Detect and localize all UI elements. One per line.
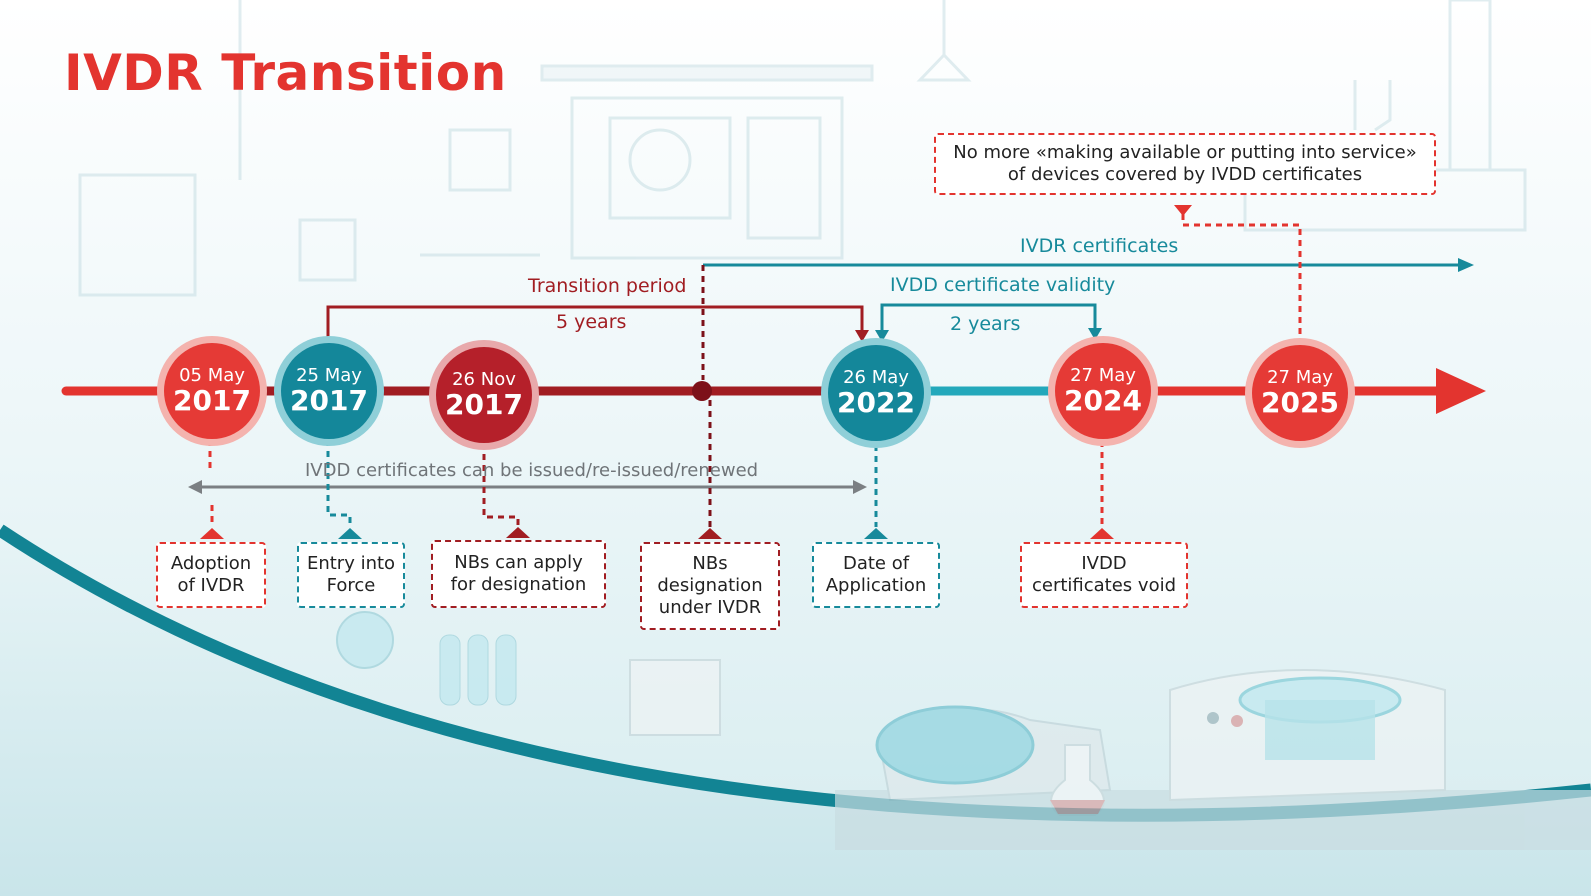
milestone-year: 2025	[1261, 386, 1339, 419]
box-line: Force	[326, 575, 376, 596]
ivdd-validity-label: IVDD certificate validity	[890, 274, 1116, 296]
milestone-2017-05-25: 25 May 2017	[281, 343, 377, 439]
ivdd-issued-label: IVDD certificates can be issued/re-issue…	[305, 460, 759, 481]
milestone-connectors	[208, 400, 1104, 528]
milestone-date: 26 May	[843, 367, 909, 388]
transition-period-bracket	[326, 305, 864, 340]
milestone-year: 2022	[837, 386, 915, 419]
entry-into-force-box: Entry into Force	[297, 542, 405, 608]
ivdd-certificates-void-box: IVDD certificates void	[1020, 542, 1188, 608]
no-more-callout: No more «making available or putting int…	[934, 133, 1436, 195]
timeline-arrowhead	[1436, 368, 1486, 414]
lower-curve-area	[0, 530, 1591, 896]
box-line: designation	[657, 575, 763, 596]
no-more-connector	[1181, 212, 1302, 345]
box-line: NBs	[692, 553, 728, 574]
milestone-year: 2017	[445, 388, 523, 421]
ivdd-validity-bracket	[880, 303, 1097, 332]
box-line: NBs can apply	[454, 552, 583, 573]
milestone-2024-05-27: 27 May 2024	[1055, 343, 1151, 439]
ivdr-certificates-arrow	[701, 258, 1474, 380]
box-line: Adoption	[170, 553, 252, 574]
milestone-date: 05 May	[179, 365, 245, 386]
box-line: certificates void	[1031, 575, 1177, 596]
no-more-line-2: of devices covered by IVDD certificates	[1007, 164, 1363, 185]
milestone-date: 27 May	[1070, 365, 1136, 386]
nbs-designation-box: NBs designation under IVDR	[640, 542, 780, 630]
box-line: Application	[825, 575, 927, 596]
no-more-line-1: No more «making available or putting int…	[953, 142, 1417, 163]
date-of-application-box: Date of Application	[812, 542, 940, 608]
box-line: of IVDR	[177, 575, 245, 596]
transition-period-label: Transition period	[528, 275, 687, 297]
two-years-label: 2 years	[950, 313, 1021, 335]
adoption-of-ivdr-box: Adoption of IVDR	[156, 542, 266, 608]
lab-bench	[336, 611, 1591, 850]
milestone-date: 27 May	[1267, 367, 1333, 388]
box-line: under IVDR	[658, 597, 762, 618]
box-line: Date of	[842, 553, 910, 574]
milestone-2022-05-26: 26 May 2022	[828, 345, 924, 441]
ivdd-issued-arrow	[188, 480, 867, 494]
milestone-2025-05-27: 27 May 2025	[1252, 345, 1348, 441]
box-line: IVDD	[1081, 553, 1127, 574]
nbs-apply-box: NBs can apply for designation	[431, 540, 606, 608]
connector-arrowheads	[200, 527, 1114, 539]
page-title: IVDR Transition	[64, 44, 507, 102]
milestone-year: 2024	[1064, 384, 1142, 417]
five-years-label: 5 years	[556, 311, 627, 333]
milestone-2017-05-05: 05 May 2017	[164, 343, 260, 439]
milestone-year: 2017	[290, 384, 368, 417]
ivdr-certificates-label: IVDR certificates	[1020, 235, 1179, 257]
milestone-date: 25 May	[296, 365, 362, 386]
timeline-dot	[692, 381, 712, 401]
milestone-year: 2017	[173, 384, 251, 417]
box-line: for designation	[450, 574, 587, 595]
milestone-date: 26 Nov	[452, 369, 516, 390]
milestone-2017-11-26: 26 Nov 2017	[436, 347, 532, 443]
box-line: Entry into	[306, 553, 396, 574]
